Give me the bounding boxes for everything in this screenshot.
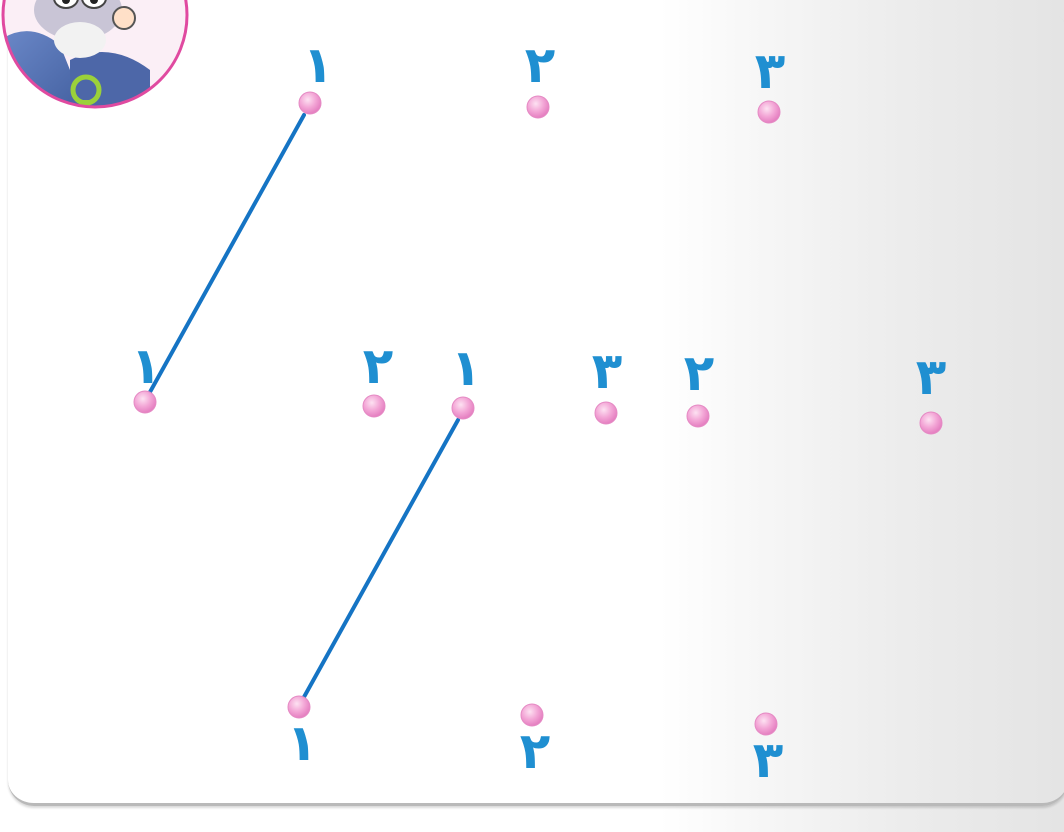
dot-label: ٣ <box>916 348 947 406</box>
dot-label: ٢ <box>520 722 551 780</box>
middle-center-row: ١ ٣ <box>451 339 623 424</box>
dot-label: ١ <box>303 36 334 94</box>
dot-label: ١ <box>131 337 162 395</box>
dot[interactable] <box>134 391 156 413</box>
dot-label: ٢ <box>525 36 556 94</box>
dot[interactable] <box>595 402 617 424</box>
bottom-row: ١ ٢ ٣ <box>287 696 784 789</box>
top-row: ١ ٢ ٣ <box>299 36 785 123</box>
dot-label: ٣ <box>753 731 784 789</box>
middle-right-row: ٢ ٣ <box>684 344 947 434</box>
connection-line-top-to-middle <box>150 115 304 392</box>
dot-label: ٣ <box>592 342 623 400</box>
connection-line-middle-to-bottom <box>304 420 458 697</box>
dot[interactable] <box>527 96 549 118</box>
professor-mascot-icon <box>0 0 187 120</box>
dot-label: ٢ <box>684 344 715 402</box>
dot[interactable] <box>363 395 385 417</box>
dot[interactable] <box>299 92 321 114</box>
dot-label: ١ <box>287 714 318 772</box>
dot-label: ١ <box>451 339 482 397</box>
dot[interactable] <box>687 405 709 427</box>
middle-left-row: ١ ٢ <box>131 337 394 417</box>
dot[interactable] <box>758 101 780 123</box>
dot[interactable] <box>452 397 474 419</box>
dot[interactable] <box>920 412 942 434</box>
dot-label: ٢ <box>363 337 394 395</box>
dot-label: ٣ <box>755 42 786 100</box>
